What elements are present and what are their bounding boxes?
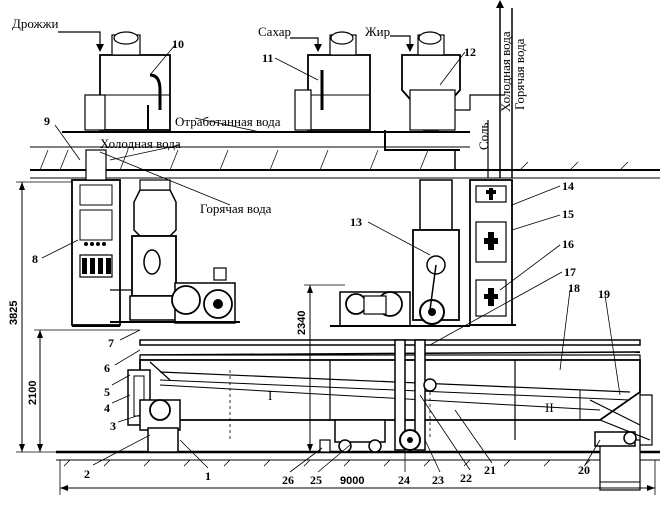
- cold-water-riser-label: Холодная вода: [498, 31, 513, 112]
- zone-I-label: I: [268, 388, 272, 403]
- callout-18: 18: [568, 281, 580, 295]
- callout-10: 10: [172, 37, 184, 51]
- supply-labels: Дрожжи Сахар Жир Отработанная вода Холод…: [12, 16, 527, 216]
- callout-20: 20: [578, 463, 590, 477]
- callout-19: 19: [598, 287, 610, 301]
- top-supply-lines: [58, 0, 513, 178]
- callout-24: 24: [398, 473, 410, 487]
- dimension-2340: 2340: [296, 311, 308, 335]
- yeast-dosing-tank-10: [84, 31, 171, 131]
- callout-13: 13: [350, 215, 362, 229]
- dimension-3825: 3825: [8, 301, 20, 325]
- sugar-label: Сахар: [258, 24, 291, 39]
- salt-label: Соль: [476, 123, 491, 150]
- callout-11: 11: [262, 51, 273, 65]
- callout-26: 26: [282, 473, 294, 487]
- sugar-dosing-tank-11: [294, 31, 371, 131]
- callout-6: 6: [104, 361, 110, 375]
- yeast-label: Дрожжи: [12, 16, 59, 31]
- dimension-lines: [16, 181, 656, 495]
- callout-21: 21: [484, 463, 496, 477]
- callout-23: 23: [432, 473, 444, 487]
- callout-1: 1: [205, 469, 211, 483]
- callout-12: 12: [464, 45, 476, 59]
- screw-conveyor-20: [594, 390, 653, 450]
- callout-5: 5: [104, 385, 110, 399]
- callout-3: 3: [110, 419, 116, 433]
- fat-label: Жир: [365, 24, 390, 39]
- upper-platform: [30, 131, 660, 179]
- callout-8: 8: [32, 252, 38, 266]
- fat-dosing-tank-12: [401, 31, 461, 131]
- callout-17: 17: [564, 265, 576, 279]
- callout-22: 22: [460, 471, 472, 485]
- callout-2: 2: [84, 467, 90, 481]
- zone-II-label: II: [545, 400, 554, 415]
- callout-15: 15: [562, 207, 574, 221]
- callout-16: 16: [562, 237, 574, 251]
- mixer-unit-6: [110, 179, 240, 324]
- callout-7: 7: [108, 336, 114, 350]
- callout-14: 14: [562, 179, 574, 193]
- hot-water-riser-label: Горячая вода: [512, 38, 527, 110]
- dosing-unit-13: [330, 179, 470, 327]
- dimension-2100: 2100: [27, 381, 39, 405]
- water-dosing-station-8: [71, 149, 121, 327]
- dimension-labels: 3825 2100 2340 9000: [8, 301, 364, 487]
- callout-leaders: [41, 44, 621, 473]
- waste-water-label: Отработанная вода: [175, 114, 281, 129]
- callout-numbers: 1 2 3 4 5 6 7 8 9 10 11 12 13 14 15 16 1…: [32, 37, 610, 487]
- callout-4: 4: [104, 401, 110, 415]
- cold-water-pipe-label: Холодная вода: [100, 136, 181, 151]
- salt-solution-dispenser-14: [469, 179, 516, 326]
- callout-25: 25: [310, 473, 322, 487]
- dimension-9000: 9000: [340, 475, 364, 487]
- hot-water-pipe-label: Горячая вода: [200, 201, 272, 216]
- zone-labels: I II: [268, 388, 554, 415]
- callout-9: 9: [44, 114, 50, 128]
